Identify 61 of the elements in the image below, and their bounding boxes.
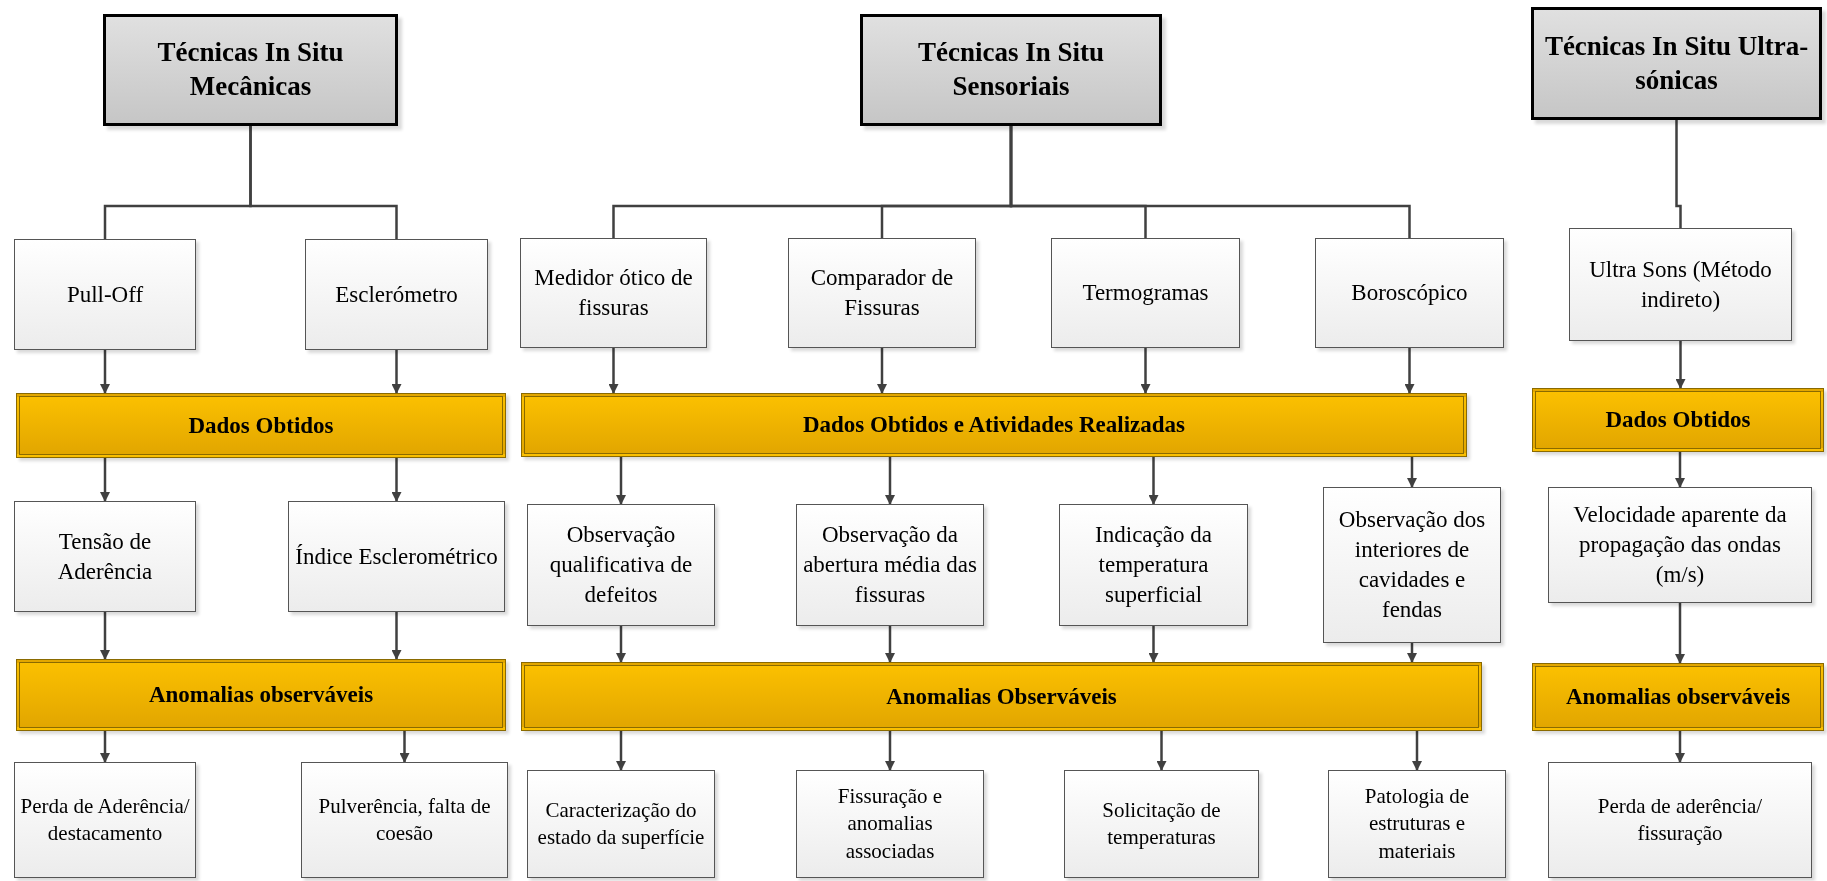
process-box: Indicação da temperatura superficial	[1059, 504, 1248, 626]
stage-band: Dados Obtidos e Atividades Realizadas	[521, 393, 1467, 457]
result-box: Caracterização do estado da superfície	[527, 770, 715, 878]
arrow	[1156, 731, 1167, 771]
arrow	[885, 626, 895, 663]
arrow	[1675, 452, 1685, 488]
result-box: Fissuração e anomalias associadas	[796, 770, 984, 878]
process-box: Pull-Off	[14, 239, 196, 350]
process-box: Boroscópico	[1315, 238, 1504, 348]
stage-band: Anomalias observáveis	[16, 659, 506, 731]
process-box: Índice Esclerométrico	[288, 501, 505, 612]
arrow	[399, 731, 410, 763]
category-header-box: Técnicas In Situ Sensoriais	[860, 14, 1162, 126]
arrow	[616, 457, 626, 505]
result-box: Patologia de estruturas e materiais	[1328, 770, 1506, 878]
process-box: Tensão de Aderência	[14, 501, 196, 612]
process-box: Observação da abertura média das fissuras	[796, 504, 984, 626]
connector-line	[1009, 126, 1411, 238]
process-box: Observação dos interiores de cavidades e fendas	[1323, 487, 1501, 643]
arrow	[616, 731, 626, 771]
arrow	[1148, 626, 1159, 663]
result-box: Pulverência, falta de coesão	[301, 762, 508, 878]
result-box: Perda de Aderência/ destacamento	[14, 762, 196, 878]
stage-band: Dados Obtidos	[1532, 388, 1824, 452]
arrow	[1148, 457, 1159, 505]
arrow	[391, 612, 402, 660]
result-box: Solicitação de temperaturas	[1064, 770, 1259, 878]
process-box: Esclerómetro	[305, 239, 488, 350]
process-box: Termogramas	[1051, 238, 1240, 348]
stage-band: Dados Obtidos	[16, 393, 506, 458]
process-box: Observação qualificativa de defeitos	[527, 504, 715, 626]
arrow	[1140, 348, 1151, 394]
process-box: Comparador de Fissuras	[788, 238, 976, 348]
result-box: Perda de aderência/ fissuração	[1548, 762, 1812, 878]
arrow	[100, 350, 110, 394]
arrow	[391, 458, 402, 502]
stage-band: Anomalias observáveis	[1532, 663, 1824, 731]
arrow	[1407, 457, 1417, 488]
arrow	[1404, 348, 1415, 394]
arrow	[100, 458, 110, 502]
arrow	[1675, 731, 1685, 763]
arrow	[100, 612, 110, 660]
arrow	[885, 457, 895, 505]
category-header-box: Técnicas In Situ Mecânicas	[103, 14, 398, 126]
category-header-box: Técnicas In Situ Ultra-sónicas	[1531, 7, 1822, 120]
arrow	[1675, 603, 1685, 664]
arrow	[608, 348, 619, 394]
arrow	[885, 731, 895, 771]
process-box: Velocidade aparente da propagação das ondas (m/s)	[1548, 487, 1812, 603]
stage-band: Anomalias Observáveis	[521, 662, 1482, 731]
arrow	[1412, 731, 1422, 771]
arrow	[877, 348, 887, 394]
arrow	[1407, 643, 1417, 663]
arrow	[100, 731, 110, 763]
arrow	[1675, 341, 1686, 389]
process-box: Medidor ótico de fissuras	[520, 238, 707, 348]
arrow	[616, 626, 626, 663]
connector-line	[249, 126, 398, 239]
process-box: Ultra Sons (Método indireto)	[1569, 228, 1792, 341]
connector-line	[1675, 120, 1682, 228]
arrow	[391, 350, 402, 394]
